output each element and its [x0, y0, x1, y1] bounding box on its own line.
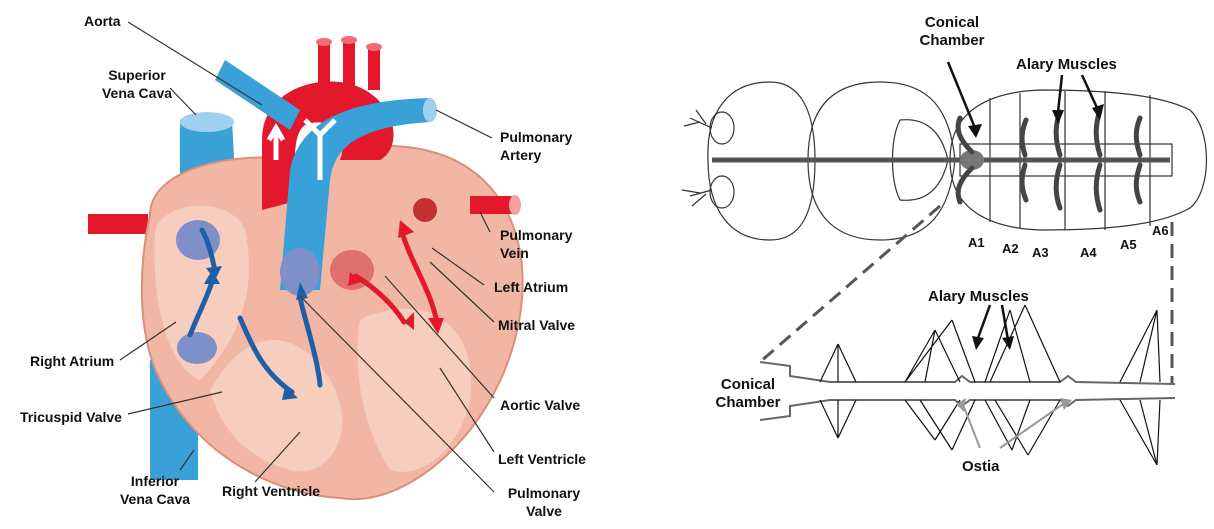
label-tricuspid-valve: Tricuspid Valve — [20, 408, 122, 426]
label-alary-muscles-bottom: Alary Muscles — [928, 288, 1029, 306]
label-conical-chamber-bottom: Conical Chamber — [708, 376, 788, 412]
label-alary-muscles-top: Alary Muscles — [1016, 56, 1117, 74]
segment-label-a5: A5 — [1120, 236, 1137, 254]
pulmonary-vein-right-vessel — [470, 196, 515, 214]
segment-label-a6: A6 — [1152, 222, 1169, 240]
label-left-atrium: Left Atrium — [494, 278, 568, 296]
label-left-ventricle: Left Ventricle — [498, 450, 586, 468]
heart-tube-lower — [760, 398, 1175, 420]
segment-label-a3: A3 — [1032, 244, 1049, 262]
label-pulmonary-valve: Pulmonary Valve — [494, 484, 594, 520]
label-pulmonary-vein: Pulmonary Vein — [500, 226, 572, 262]
segment-label-a1: A1 — [968, 234, 985, 252]
label-pulmonary-artery: Pulmonary Artery — [500, 128, 572, 164]
label-ostia: Ostia — [962, 458, 1000, 476]
label-aorta: Aorta — [84, 12, 121, 30]
label-right-atrium: Right Atrium — [30, 352, 114, 370]
label-aortic-valve: Aortic Valve — [500, 396, 580, 414]
insect-abdomen — [950, 90, 1207, 230]
label-conical-chamber-top: Conical Chamber — [912, 14, 992, 50]
label-mitral-valve: Mitral Valve — [498, 316, 575, 334]
pulmonary-vein-left-vessel — [88, 214, 148, 234]
insect-thorax — [808, 82, 955, 240]
label-inferior-vena-cava: Inferior Vena Cava — [110, 472, 200, 508]
label-right-ventricle: Right Ventricle — [222, 482, 320, 500]
segment-label-a4: A4 — [1080, 244, 1097, 262]
heart-tube-upper — [760, 362, 1175, 384]
insect-head — [708, 82, 815, 240]
segment-label-a2: A2 — [1002, 240, 1019, 258]
label-superior-vena-cava: Superior Vena Cava — [92, 66, 182, 102]
